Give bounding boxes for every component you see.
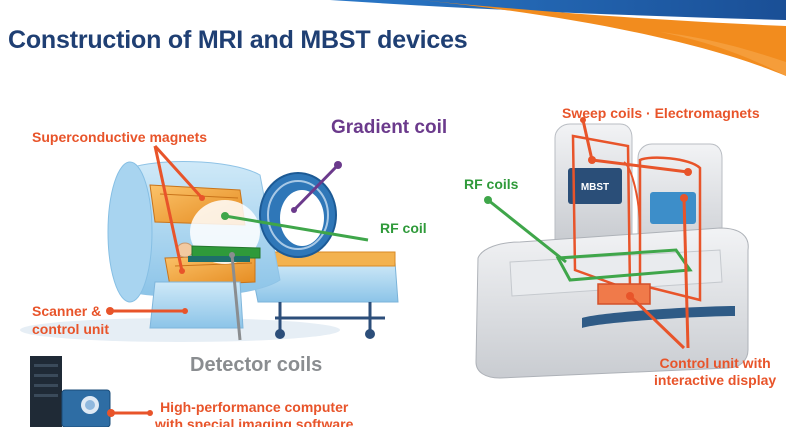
label-control-unit: Control unit with interactive display: [654, 355, 776, 389]
label-computer: High-performance computer with special i…: [155, 399, 353, 427]
label-gradient-coil: Gradient coil: [331, 117, 447, 139]
label-scanner-line2: control unit: [32, 320, 109, 338]
page-title: Construction of MRI and MBST devices: [8, 26, 468, 55]
label-control-line1: Control unit with: [654, 355, 776, 372]
label-rf-coil: RF coil: [380, 220, 427, 236]
label-rf-coils: RF coils: [464, 176, 518, 192]
label-sweep-coils: Sweep coils · Electromagnets: [562, 105, 760, 121]
label-computer-line2: with special imaging software: [155, 416, 353, 427]
label-scanner-control-unit: Scanner & control unit: [32, 302, 109, 338]
label-scanner-line1: Scanner &: [32, 302, 109, 320]
screen-brand: MBST: [581, 182, 609, 193]
label-superconductive-magnets: Superconductive magnets: [32, 129, 207, 145]
label-control-line2: interactive display: [654, 372, 776, 389]
server-computer-icon: [30, 356, 153, 427]
label-computer-line1: High-performance computer: [155, 399, 353, 416]
label-detector-coils: Detector coils: [190, 354, 322, 377]
mbst-device-illustration: MBST: [476, 117, 748, 378]
